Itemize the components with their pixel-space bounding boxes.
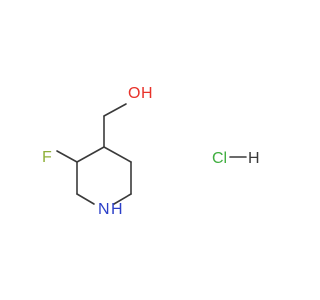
bond-n-c6 — [113, 193, 132, 205]
salt-hydrogen-label: H — [248, 150, 260, 167]
nitrogen-hydrogen-label: H — [111, 201, 123, 218]
fluorine-label: F — [42, 149, 52, 166]
bond-c5-c4 — [103, 146, 132, 163]
bond-c4-c3 — [76, 146, 105, 163]
oxygen-hydrogen-label: H — [141, 85, 153, 102]
bond-c3-f — [56, 150, 78, 163]
structure-canvas: O H F N H Cl H — [42, 85, 260, 218]
bond-c2-n — [76, 193, 95, 205]
bond-ch2-o — [103, 103, 127, 117]
molecule-structure: O H F N H Cl H — [42, 85, 260, 218]
nitrogen-label: N — [98, 201, 110, 218]
oxygen-label: O — [128, 85, 140, 102]
chlorine-label: Cl — [212, 150, 227, 167]
